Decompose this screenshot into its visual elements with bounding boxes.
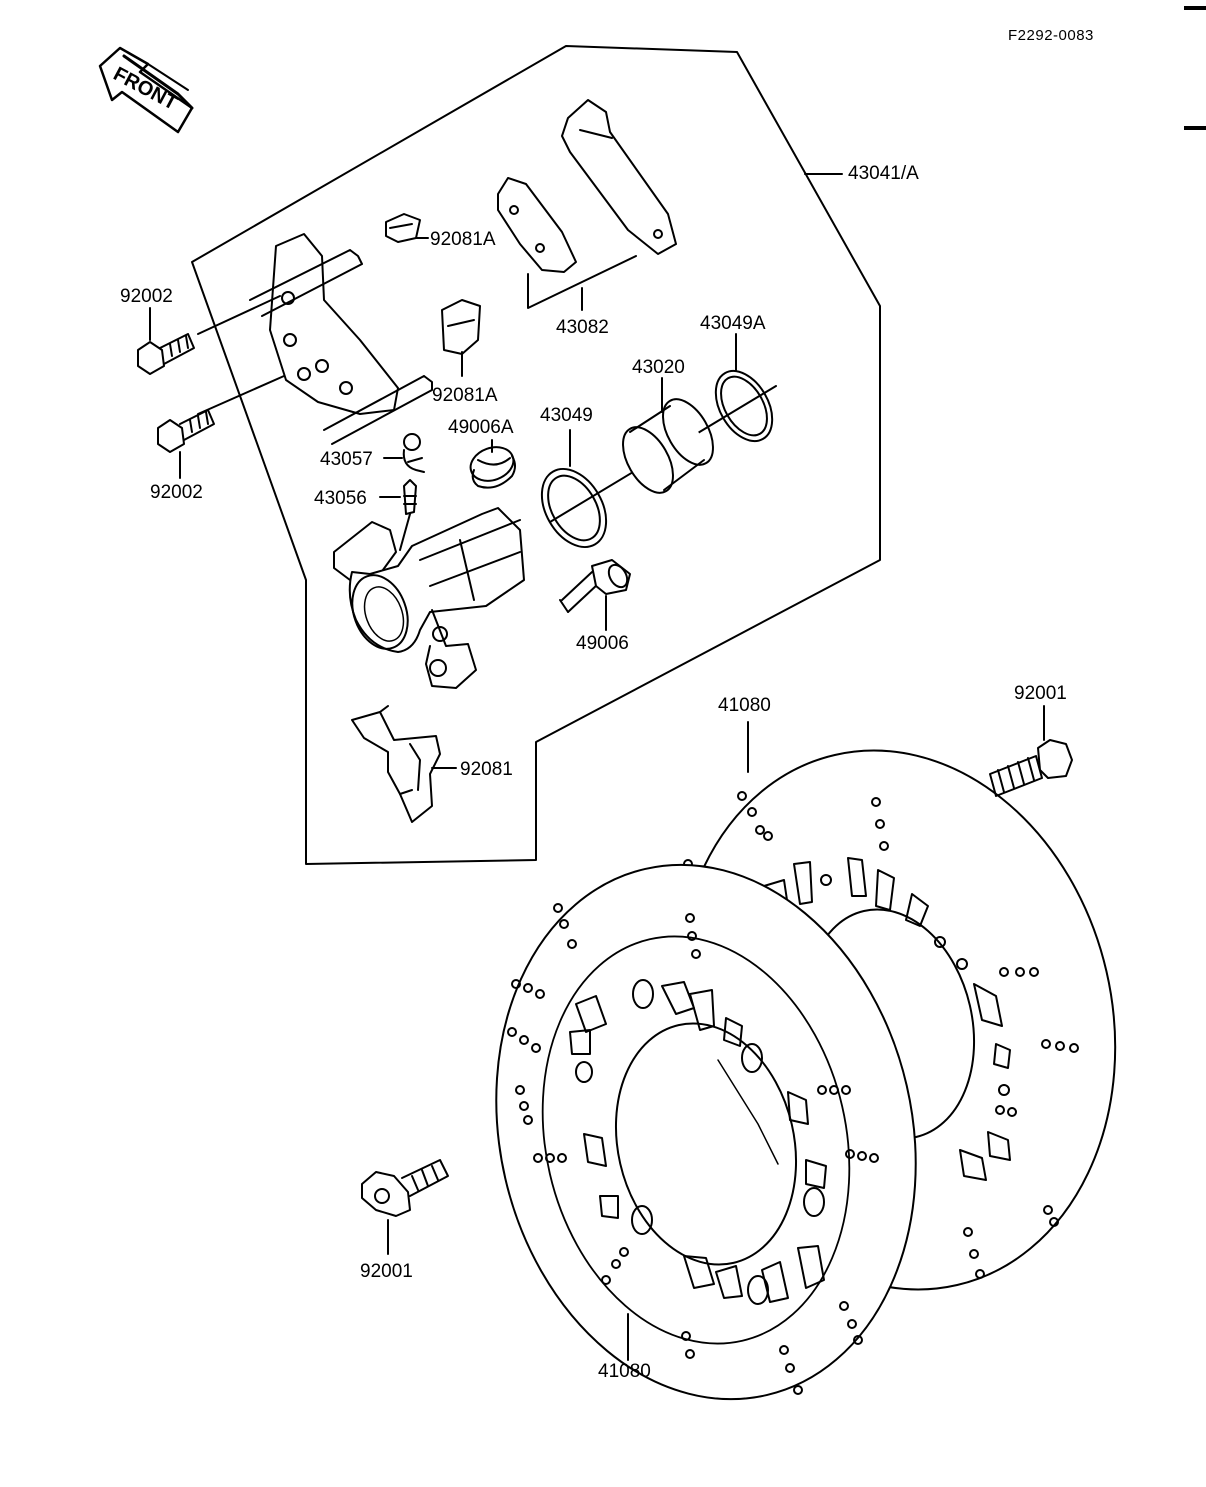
leader-43082 — [527, 255, 637, 311]
bolt-92002-lower-icon — [157, 409, 215, 453]
screw-cap-icon — [402, 433, 425, 473]
label-41080-front: 41080 — [598, 1361, 651, 1382]
label-92081: 92081 — [460, 759, 513, 780]
disc-front-icon — [495, 863, 917, 1401]
label-43041: 43041/A — [848, 163, 919, 184]
label-92081a-lower: 92081A — [432, 385, 498, 406]
figure-code: F2292-0083 — [1008, 27, 1094, 44]
edge-mark-top — [1184, 6, 1206, 10]
label-92002-upper: 92002 — [120, 286, 173, 307]
label-92001-left: 92001 — [360, 1261, 413, 1282]
front-arrow-icon: FRONT — [98, 46, 194, 134]
pad-spring-lower-icon — [441, 299, 481, 355]
bolt-92002-upper-icon — [137, 333, 195, 375]
brake-pad-left-icon — [497, 177, 577, 273]
label-49006: 49006 — [576, 633, 629, 654]
label-49006a: 49006A — [448, 417, 514, 438]
label-43057: 43057 — [320, 449, 373, 470]
label-43082: 43082 — [556, 317, 609, 338]
label-43049a: 43049A — [700, 313, 766, 334]
edge-mark-middle — [1184, 126, 1206, 130]
piston-icon — [622, 398, 714, 494]
disc-bolt-right-icon — [989, 739, 1073, 797]
label-92081a-upper: 92081A — [430, 229, 496, 250]
bleed-valve-icon — [399, 479, 417, 551]
label-43056: 43056 — [314, 488, 367, 509]
label-43020: 43020 — [632, 357, 685, 378]
label-41080-back: 41080 — [718, 695, 771, 716]
label-92002-lower: 92002 — [150, 482, 203, 503]
caliper-bracket-icon — [197, 233, 433, 445]
piston-seal-icon — [540, 468, 608, 548]
bleed-cap-icon — [469, 446, 516, 489]
label-92001-right: 92001 — [1014, 683, 1067, 704]
label-43049: 43049 — [540, 405, 593, 426]
holder-bolt-icon — [559, 559, 631, 613]
caliper-assy-boundary — [191, 45, 881, 865]
dust-seal-icon — [714, 369, 774, 443]
anti-rattle-spring-icon — [351, 705, 441, 823]
pad-spring-upper-icon — [385, 213, 421, 243]
brake-pad-right-icon — [561, 99, 677, 255]
disc-bolt-left-icon — [361, 1159, 449, 1217]
caliper-body-icon — [333, 507, 525, 689]
